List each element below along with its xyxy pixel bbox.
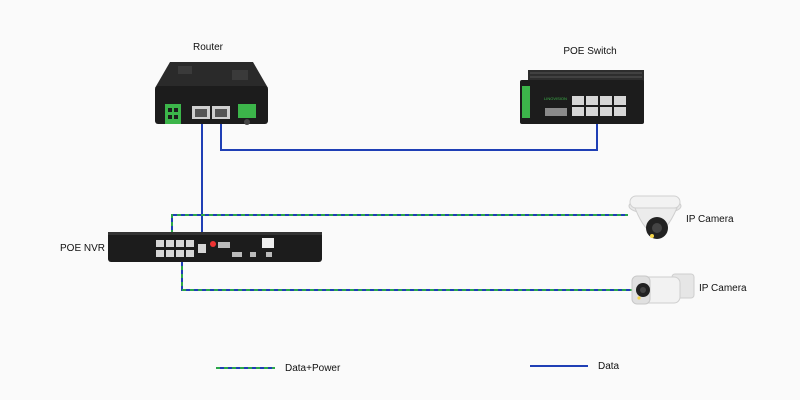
poe-nvr-device bbox=[108, 232, 322, 262]
poe-switch-device: LINOVISION bbox=[520, 70, 644, 124]
bullet-camera-device bbox=[631, 273, 695, 305]
bullet-camera-label: IP Camera bbox=[699, 283, 747, 294]
router-device bbox=[155, 62, 268, 125]
switch-brand: LINOVISION bbox=[544, 96, 567, 101]
poe-switch-label: POE Switch bbox=[563, 46, 616, 57]
data-link-router-switch bbox=[220, 117, 598, 151]
poe-nvr-label: POE NVR bbox=[60, 243, 105, 254]
legend-data-power-label: Data+Power bbox=[285, 363, 341, 374]
poe-link-nvr-bullet-camera bbox=[181, 258, 635, 291]
dome-camera-label: IP Camera bbox=[686, 214, 734, 225]
legend: Data+Power Data bbox=[216, 361, 620, 374]
router-label: Router bbox=[193, 42, 224, 53]
dome-camera-device bbox=[628, 195, 682, 239]
legend-data-label: Data bbox=[598, 361, 620, 372]
